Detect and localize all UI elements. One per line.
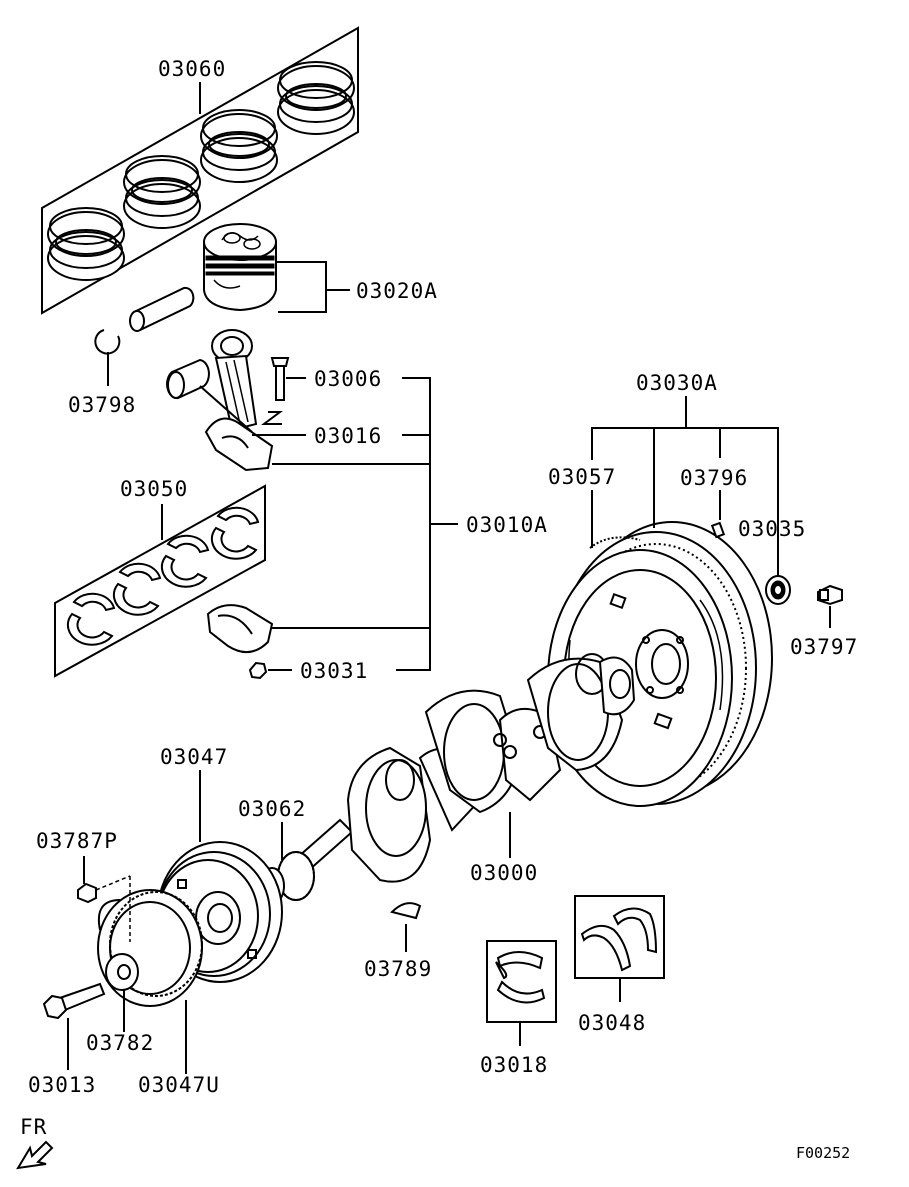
front-direction-indicator: FR	[16, 1115, 54, 1170]
piston-ring-group-3	[200, 109, 278, 183]
pilot-bearing[interactable]	[765, 575, 791, 605]
label-03006: 03006	[314, 367, 382, 391]
label-03030A: 03030A	[636, 371, 718, 395]
main-bearing-set[interactable]	[54, 484, 266, 678]
connecting-rod-bearing-set[interactable]	[486, 940, 557, 1023]
connecting-rod[interactable]	[166, 329, 290, 472]
label-03031: 03031	[300, 659, 368, 683]
label-03060: 03060	[158, 57, 226, 81]
label-03787P: 03787P	[36, 829, 118, 853]
pulley-bolt[interactable]	[42, 982, 106, 1020]
piston-ring-group-2	[123, 155, 201, 229]
ring-gear[interactable]	[589, 536, 641, 549]
label-03796: 03796	[680, 466, 748, 490]
label-03798: 03798	[68, 393, 136, 417]
label-03050: 03050	[120, 477, 188, 501]
snap-ring[interactable]	[94, 329, 121, 355]
flywheel-bolt[interactable]	[817, 584, 843, 606]
figure-code: F00252	[796, 1144, 850, 1162]
rod-nut[interactable]	[248, 661, 268, 680]
label-03047U: 03047U	[138, 1073, 220, 1097]
pulley-washer[interactable]	[105, 953, 139, 991]
label-03013: 03013	[28, 1073, 96, 1097]
crankshaft[interactable]	[285, 653, 636, 885]
label-03000: 03000	[470, 861, 538, 885]
piston-assembly[interactable]	[129, 223, 277, 332]
label-03048: 03048	[578, 1011, 646, 1035]
label-03062: 03062	[238, 797, 306, 821]
bearing-shells	[66, 506, 260, 646]
front-arrow-icon	[16, 1140, 54, 1170]
label-03035: 03035	[738, 517, 806, 541]
damper-pulley[interactable]	[97, 889, 203, 1007]
label-03057: 03057	[548, 465, 616, 489]
label-03016: 03016	[314, 424, 382, 448]
front-direction-label: FR	[20, 1115, 47, 1139]
woodruff-key[interactable]	[390, 902, 422, 920]
label-03782: 03782	[86, 1031, 154, 1055]
piston-ring-group-4	[277, 61, 355, 135]
piston-ring-set[interactable]	[41, 26, 359, 315]
label-03047: 03047	[160, 745, 228, 769]
label-03797: 03797	[790, 635, 858, 659]
label-03010A: 03010A	[466, 513, 548, 537]
label-03020A: 03020A	[356, 279, 438, 303]
connecting-rod-cap[interactable]	[206, 604, 274, 653]
dowel-pin[interactable]	[710, 521, 726, 539]
piston-ring-group-1	[47, 207, 125, 281]
thrust-washer-set[interactable]	[574, 895, 665, 979]
label-03789: 03789	[364, 957, 432, 981]
small-bolt[interactable]	[77, 875, 131, 942]
label-03018: 03018	[480, 1053, 548, 1077]
